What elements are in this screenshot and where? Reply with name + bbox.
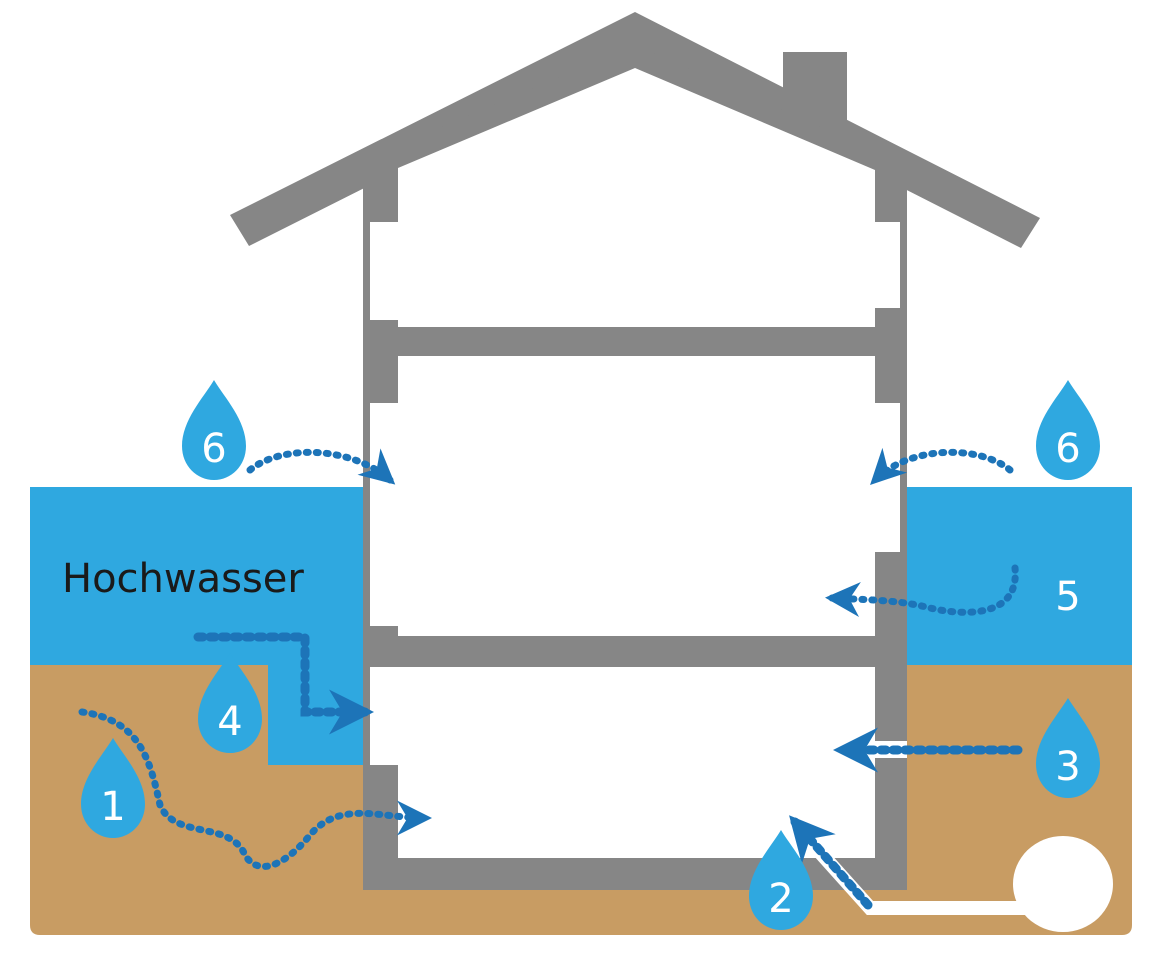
flood-water-right bbox=[907, 487, 1132, 665]
drop-marker-4: 4 bbox=[198, 653, 262, 753]
water-drop-icon bbox=[81, 738, 145, 838]
water-drop-icon bbox=[182, 380, 246, 480]
marker-5-label: 5 bbox=[1055, 574, 1080, 620]
attic-room bbox=[370, 68, 900, 327]
path-2-sewer-backflow bbox=[789, 815, 873, 910]
interior-rooms bbox=[370, 68, 907, 858]
path-1-groundwater bbox=[78, 708, 432, 870]
path-6-left-overflow bbox=[246, 448, 396, 485]
path-6-right-overflow bbox=[870, 447, 1014, 485]
marker-6-left-label: 6 bbox=[201, 426, 226, 472]
marker-3-label: 3 bbox=[1055, 744, 1080, 790]
drop-marker-1: 1 bbox=[81, 738, 145, 838]
drop-marker-6-left: 6 bbox=[182, 380, 246, 480]
water-drop-icon bbox=[1036, 380, 1100, 480]
water-drop-icon bbox=[1036, 698, 1100, 798]
upper-floor-room bbox=[370, 356, 900, 636]
water-drop-icon bbox=[749, 830, 813, 930]
path-4-basement-window bbox=[193, 632, 374, 735]
marker-2-label: 2 bbox=[768, 876, 793, 922]
chimney bbox=[783, 52, 847, 122]
drop-marker-2: 2 bbox=[749, 830, 813, 930]
water-drop-icon bbox=[198, 653, 262, 753]
sewer-manhole bbox=[1013, 836, 1113, 932]
drop-marker-6-right: 6 bbox=[1036, 380, 1100, 480]
flood-label: Hochwasser bbox=[62, 556, 304, 602]
marker-4-label: 4 bbox=[217, 699, 242, 745]
marker-6-right-label: 6 bbox=[1055, 426, 1080, 472]
path-5-wall-seepage bbox=[825, 564, 1019, 617]
water-paths bbox=[78, 447, 1023, 910]
flood-water-left bbox=[30, 487, 363, 765]
basement-room bbox=[370, 667, 875, 858]
drop-marker-3: 3 bbox=[1036, 698, 1100, 798]
marker-1-label: 1 bbox=[100, 784, 125, 830]
